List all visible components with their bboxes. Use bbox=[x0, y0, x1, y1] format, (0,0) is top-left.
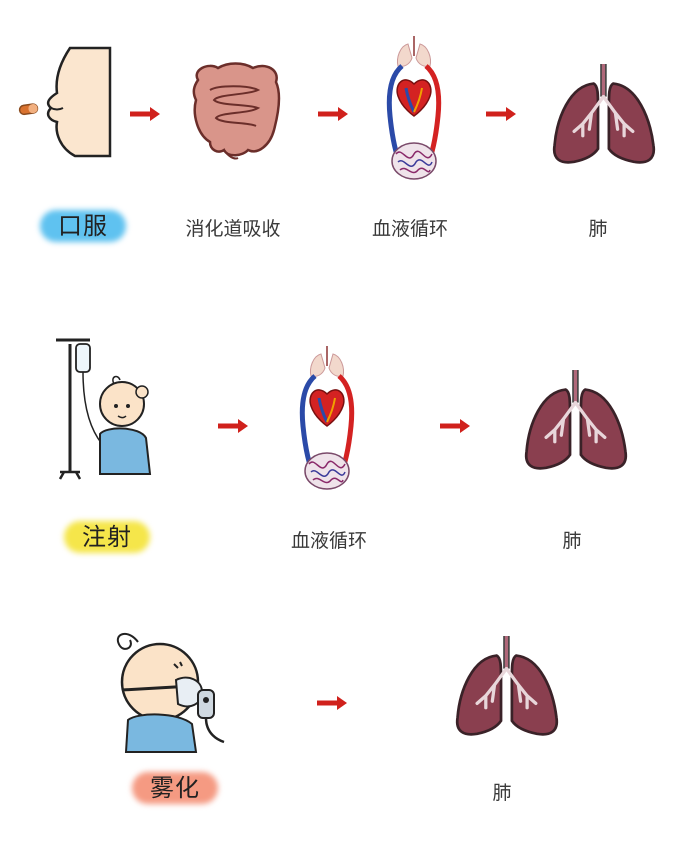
badge-highlight bbox=[64, 521, 150, 553]
mouth-pill-icon bbox=[18, 46, 112, 158]
step-label: 肺 bbox=[588, 218, 608, 240]
route-badge-nebulization: 雾化 bbox=[132, 768, 218, 808]
lungs-icon bbox=[452, 636, 562, 736]
nebulizer-baby-icon bbox=[117, 632, 225, 753]
badge-highlight bbox=[132, 772, 218, 804]
step-label: 血液循环 bbox=[371, 218, 448, 240]
blood-circulation-icon bbox=[297, 346, 357, 494]
blood-circulation-icon bbox=[384, 36, 444, 184]
lungs-icon bbox=[549, 64, 659, 164]
lungs-icon bbox=[521, 370, 631, 470]
badge-highlight bbox=[40, 210, 126, 242]
iv-drip-baby-icon bbox=[56, 338, 152, 480]
step-label: 血液循环 bbox=[290, 530, 367, 552]
route-badge-oral: 口服 bbox=[40, 206, 126, 246]
arrow-icon bbox=[218, 419, 248, 433]
step-label: 肺 bbox=[562, 530, 582, 552]
arrow-icon bbox=[486, 107, 516, 121]
route-label: 注射 bbox=[82, 523, 132, 551]
step-label: 肺 bbox=[492, 782, 512, 804]
intestine-icon bbox=[192, 62, 281, 160]
arrow-icon bbox=[130, 107, 160, 121]
arrow-icon bbox=[317, 696, 347, 710]
arrow-icon bbox=[440, 419, 470, 433]
route-badge-injection: 注射 bbox=[64, 517, 150, 557]
route-label: 雾化 bbox=[150, 774, 200, 802]
arrow-icon bbox=[318, 107, 348, 121]
route-label: 口服 bbox=[58, 212, 108, 240]
step-label: 消化道吸收 bbox=[185, 218, 281, 240]
